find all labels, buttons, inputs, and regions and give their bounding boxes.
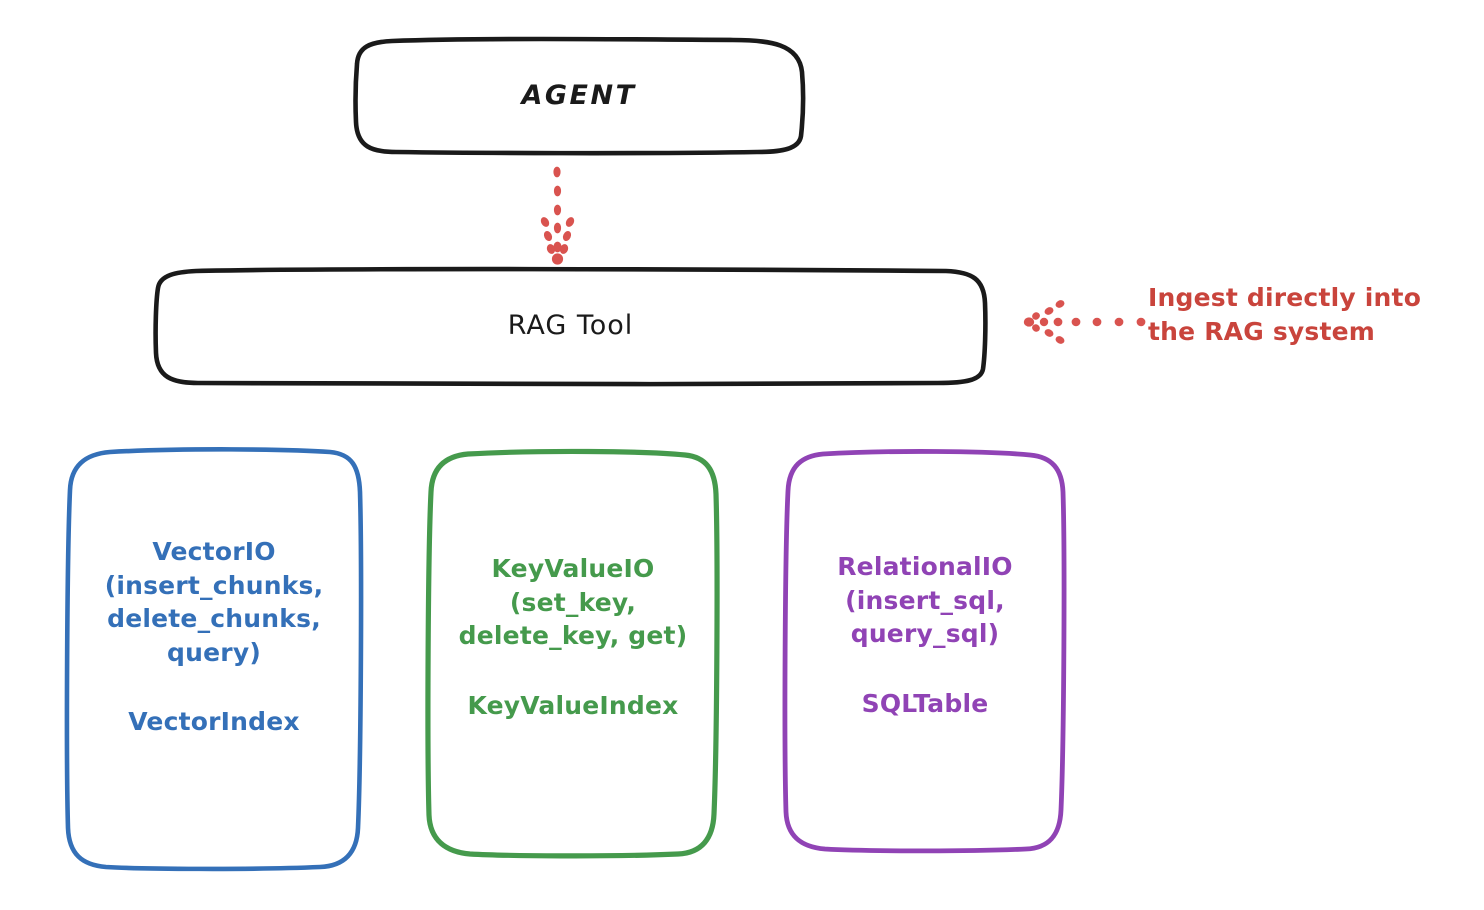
relational-io-box-outline bbox=[782, 449, 1067, 854]
vector-io-box-outline bbox=[64, 447, 364, 872]
vector-io-index-label: VectorIndex bbox=[128, 707, 300, 736]
rag-tool-box-outline bbox=[153, 266, 988, 387]
key-value-io-index-label: KeyValueIndex bbox=[467, 690, 679, 720]
relational-io-index-label: SQLTable bbox=[861, 688, 989, 718]
key-value-io-api-label: KeyValueIO (set_key, delete_key, get) bbox=[458, 554, 688, 650]
ingest-annotation-label: Ingest directly into the RAG system bbox=[1148, 283, 1422, 346]
relational-io-node[interactable]: RelationalIO (insert_sql, query_sql) SQL… bbox=[785, 452, 1065, 850]
ingest-to-rag-connector bbox=[1023, 300, 1146, 344]
vector-io-node[interactable]: VectorIO (insert_chunks, delete_chunks, … bbox=[68, 449, 360, 868]
agent-node[interactable]: AGENT bbox=[355, 40, 803, 153]
relational-io-api-label: RelationalIO (insert_sql, query_sql) bbox=[837, 552, 1013, 648]
agent-to-rag-connector bbox=[540, 166, 575, 265]
rag-tool-node[interactable]: RAG Tool bbox=[156, 270, 985, 383]
key-value-io-node[interactable]: KeyValueIO (set_key, delete_key, get) Ke… bbox=[428, 452, 718, 856]
rag-tool-node-label: RAG Tool bbox=[507, 310, 634, 342]
agent-box-outline bbox=[353, 36, 806, 156]
key-value-io-box-outline bbox=[425, 448, 720, 859]
vector-io-api-label: VectorIO (insert_chunks, delete_chunks, … bbox=[104, 537, 324, 667]
agent-node-label: AGENT bbox=[521, 80, 637, 112]
